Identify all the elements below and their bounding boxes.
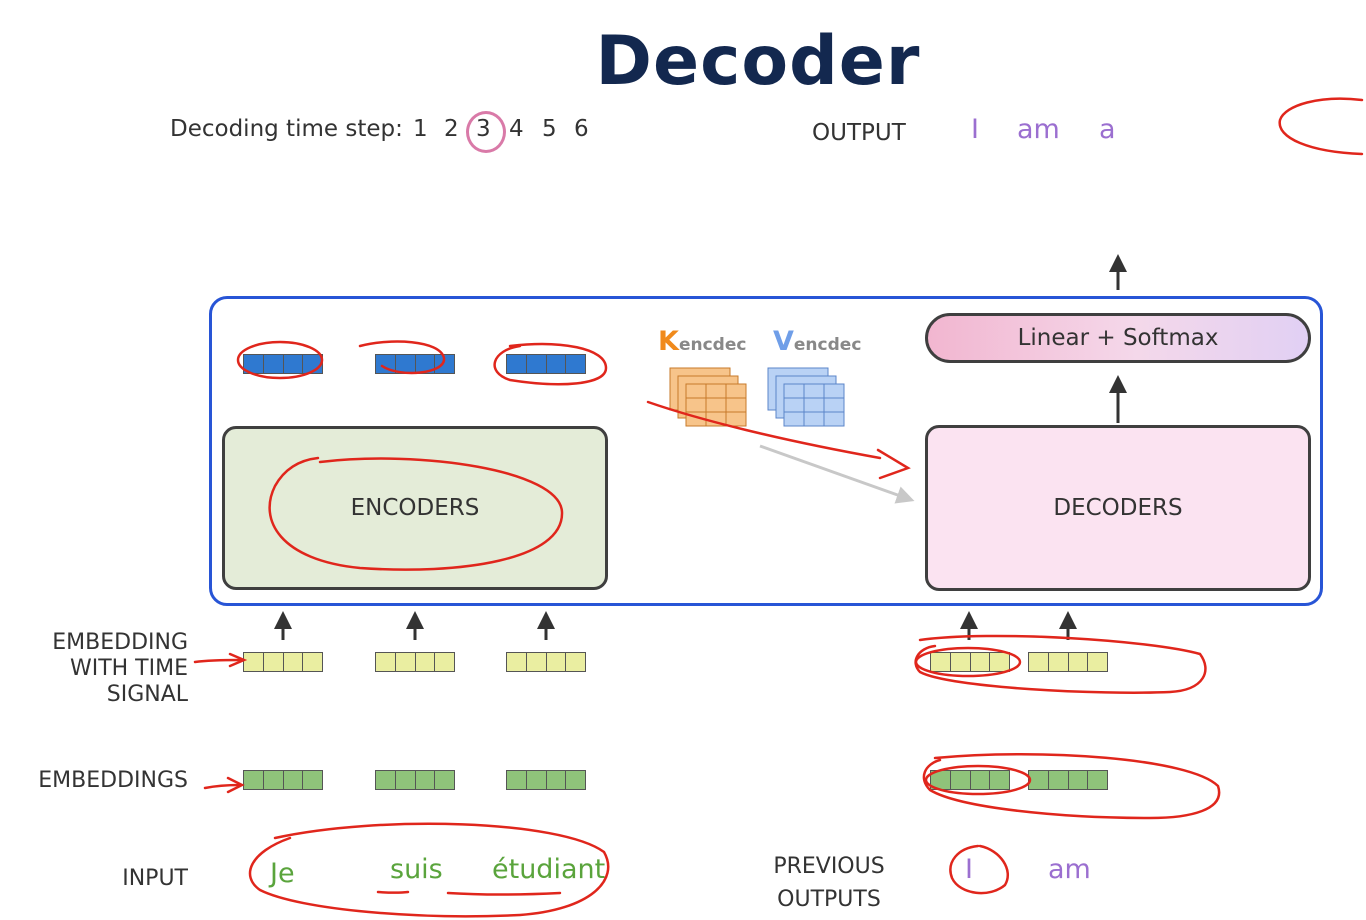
input-embedding (243, 770, 323, 790)
output-word-3: a (1099, 114, 1116, 145)
previous-outputs-label: PREVIOUS OUTPUTS (773, 854, 885, 912)
time-signal-embedding (506, 652, 586, 672)
decoder-input-embedding (1028, 770, 1108, 790)
input-embedding (375, 770, 455, 790)
time-step-1: 1 (413, 116, 428, 142)
input-word-2: suis (390, 854, 443, 885)
embedding-time-signal-label: EMBEDDING WITH TIME SIGNAL (52, 630, 188, 707)
time-step-2: 2 (444, 116, 459, 142)
transformer-frame (209, 296, 1323, 606)
output-label: OUTPUT (812, 120, 906, 146)
k-matrix-stack (669, 367, 747, 427)
v-encdec-label: Vencdec (773, 326, 862, 357)
time-step-label: Decoding time step: (170, 116, 403, 142)
time-signal-embedding (243, 652, 323, 672)
kv-to-decoder-arrow (759, 444, 915, 504)
time-step-6: 6 (574, 116, 589, 142)
linear-softmax-box: Linear + Softmax (925, 313, 1311, 363)
time-step-5: 5 (542, 116, 557, 142)
time-step-4: 4 (509, 116, 524, 142)
encoders-label: ENCODERS (350, 495, 480, 521)
input-label: INPUT (122, 866, 188, 891)
input-word-3: étudiant (492, 854, 606, 885)
decoders-label: DECODERS (1053, 495, 1183, 521)
time-step-3: 3 (476, 116, 491, 142)
previous-word-2: am (1048, 854, 1091, 885)
linear-softmax-label: Linear + Softmax (1017, 325, 1219, 351)
input-word-1: Je (270, 858, 295, 889)
up-arrows (274, 254, 1127, 640)
decoder-time-signal-embedding (1028, 652, 1108, 672)
decoder-time-signal-embedding (930, 652, 1010, 672)
decoders-box: DECODERS (925, 425, 1311, 591)
output-word-2: am (1017, 114, 1060, 145)
output-word-1: I (971, 114, 979, 145)
embeddings-label: EMBEDDINGS (38, 768, 188, 793)
k-encdec-label: Kencdec (658, 326, 747, 357)
decoder-input-embedding (930, 770, 1010, 790)
page-title: Decoder (595, 22, 921, 101)
encoder-output-vector (506, 354, 586, 374)
encoder-output-vector (243, 354, 323, 374)
previous-word-1: I (965, 854, 973, 885)
time-signal-embedding (375, 652, 455, 672)
current-step-circle (466, 111, 506, 153)
encoders-box: ENCODERS (222, 426, 608, 590)
input-embedding (506, 770, 586, 790)
red-annotations (193, 97, 1364, 918)
v-matrix-stack (767, 367, 845, 427)
